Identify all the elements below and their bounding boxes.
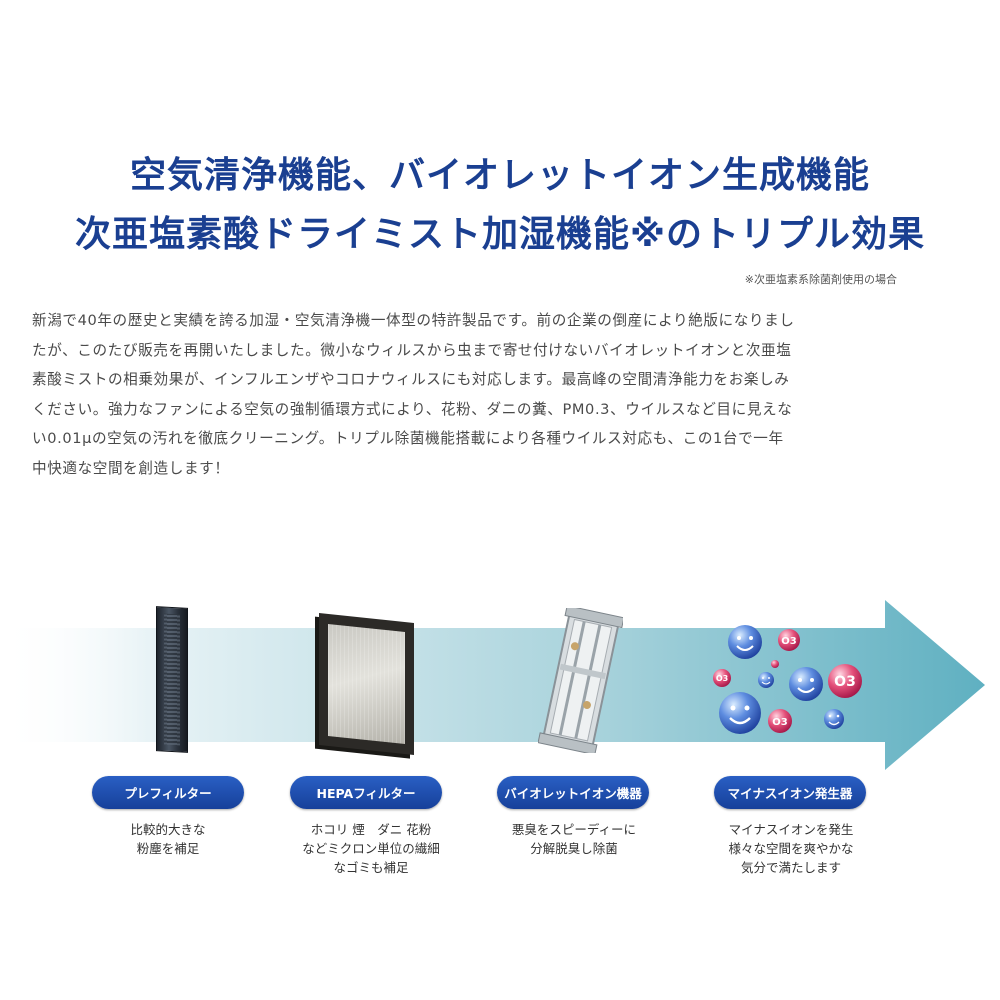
feature-desc-violet-ion: 悪臭をスピーディーに 分解脱臭し除菌 (489, 820, 659, 858)
feature-desc-line: 粉塵を補足 (136, 841, 200, 856)
smiley-ion-icon (789, 667, 823, 701)
feature-label-minus-ion: マイナスイオン発生器 (714, 776, 866, 809)
feature-desc-line: 比較的大きな (130, 822, 206, 837)
feature-desc-line: マイナスイオンを発生 (728, 822, 854, 837)
description-line: 新潟で40年の歴史と実績を誇る加湿・空気清浄機一体型の特許製品です。前の企業の倒… (32, 312, 795, 329)
feature-desc-line: ホコリ 煙 ダニ 花粉 (310, 822, 432, 837)
feature-label-violet-ion: バイオレットイオン機器 (497, 776, 649, 809)
ozone-molecule-icon: O3 (768, 709, 792, 733)
small-ion-dot (771, 660, 779, 668)
prefilter-image (156, 606, 188, 753)
smiley-ion-icon (728, 625, 762, 659)
ozone-molecule-icon: O3 (778, 629, 800, 651)
hepa-filter-image (319, 613, 414, 755)
violet-ion-device-image (538, 608, 623, 753)
headline-line-1: 空気清浄機能、バイオレットイオン生成機能 (129, 155, 870, 196)
description-line: ください。強力なファンによる空気の強制循環方式により、花粉、ダニの糞、PM0.3… (32, 400, 793, 418)
smiley-ion-icon (824, 709, 844, 729)
ozone-label: O3 (834, 674, 856, 690)
ozone-label: O3 (772, 717, 788, 728)
description-line: たが、このたび販売を再開いたしました。微小なウィルスから虫まで寄せ付けないバイオ… (32, 341, 792, 359)
feature-desc-line: 様々な空間を爽やかな (728, 841, 854, 856)
ozone-molecule-icon: O3 (828, 664, 862, 698)
feature-desc-line: 分解脱臭し除菌 (530, 841, 618, 856)
minus-ion-illustration: O3 O3 O3 O3 (713, 625, 862, 734)
feature-desc-line: なゴミも補足 (333, 860, 409, 875)
description-paragraph: 新潟で40年の歴史と実績を誇る加湿・空気清浄機一体型の特許製品です。前の企業の倒… (32, 306, 978, 484)
footnote: ※次亜塩素系除菌剤使用の場合 (744, 273, 897, 286)
feature-desc-hepa: ホコリ 煙 ダニ 花粉 などミクロン単位の繊細 なゴミも補足 (286, 820, 456, 877)
feature-desc-line: 気分で満たします (740, 860, 841, 875)
ozone-label: O3 (716, 674, 728, 683)
feature-desc-prefilter: 比較的大きな 粉塵を補足 (83, 820, 253, 858)
smiley-ion-icon (719, 692, 761, 734)
feature-desc-line: などミクロン単位の繊細 (302, 841, 440, 856)
description-line: 素酸ミストの相乗効果が、インフルエンザやコロナウィルスにも対応します。最高峰の空… (32, 371, 790, 389)
description-line: 中快適な空間を創造します！ (32, 459, 230, 477)
feature-desc-minus-ion: マイナスイオンを発生 様々な空間を爽やかな 気分で満たします (706, 820, 876, 877)
feature-label-hepa: HEPAフィルター (290, 776, 442, 809)
feature-desc-line: 悪臭をスピーディーに (511, 822, 637, 837)
ozone-molecule-icon: O3 (713, 669, 731, 687)
ozone-label: O3 (781, 636, 797, 647)
description-line: い0.01μの空気の汚れを徹底クリーニング。トリプル除菌機能搭載により各種ウイル… (32, 430, 784, 448)
smiley-ion-icon (758, 672, 774, 688)
headline-line-2: 次亜塩素酸ドライミスト加湿機能※のトリプル効果 (75, 214, 925, 255)
feature-label-prefilter: プレフィルター (92, 776, 244, 809)
